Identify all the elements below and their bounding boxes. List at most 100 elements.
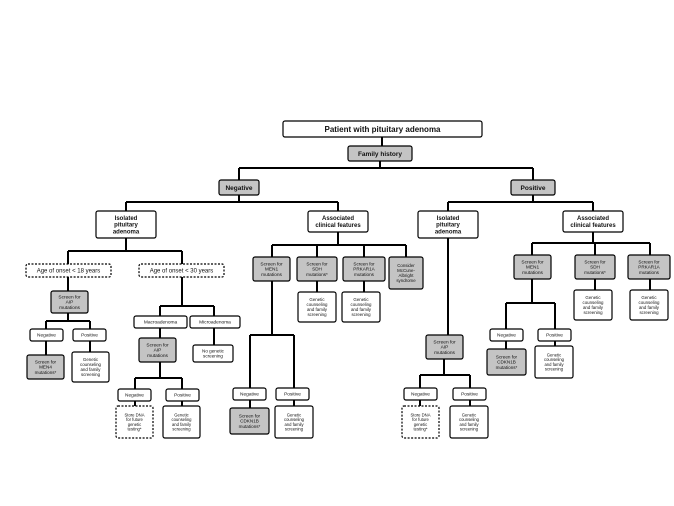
node-label-line: mutations <box>434 350 455 356</box>
node-box <box>562 210 624 233</box>
node-label-line: counseling <box>284 417 305 422</box>
node-box <box>417 210 479 239</box>
node-label-line: counseling <box>351 302 373 307</box>
node-box <box>162 405 201 439</box>
node-label-line: Associated <box>322 216 354 222</box>
node-label-line: mutations <box>261 272 282 278</box>
node-label-line: Negative <box>411 392 430 398</box>
node-label-line: No genetic <box>202 349 225 354</box>
node-label-line: Patient with pituitary adenoma <box>324 125 441 134</box>
node-label-line: Screen for <box>638 259 660 264</box>
node-box <box>486 348 527 376</box>
node-label-line: Genetic <box>641 295 657 300</box>
node-box <box>513 254 552 280</box>
node-label-line: Family history <box>358 151 402 158</box>
node-label-line: counseling <box>544 357 565 362</box>
node-box <box>282 120 483 138</box>
node-label-line: Consider <box>397 263 415 268</box>
node-label: Family history <box>358 151 402 158</box>
node-label-line: syndrome <box>396 278 416 283</box>
node-label-line: Positive <box>174 393 191 399</box>
node-box <box>117 388 152 402</box>
node-label-line: Genetic <box>585 295 601 300</box>
node-label-line: mutations* <box>496 365 518 370</box>
node-label-line: AIP <box>154 348 162 354</box>
node-label-line: Negative <box>125 393 144 399</box>
node-box <box>72 328 107 342</box>
node-label-line: Positive <box>461 392 478 398</box>
node-label-line: Genetic <box>83 357 99 362</box>
node-label-line: adenoma <box>113 229 140 235</box>
node-label-line: for future <box>126 417 143 422</box>
node-label-line: Associated <box>577 216 609 222</box>
node-label-line: Positive <box>521 185 546 192</box>
node-box <box>274 405 314 439</box>
node-box <box>629 289 669 321</box>
node-box <box>296 256 338 282</box>
node-label-line: SDH <box>590 265 600 270</box>
node-label: Positive <box>284 392 301 398</box>
node-label: Negative <box>411 392 430 398</box>
node-label-line: Genetic <box>309 297 325 302</box>
node-label-line: Genetic <box>353 297 369 302</box>
node-box <box>425 334 464 360</box>
node-box <box>138 337 177 363</box>
node-label-line: screening <box>583 310 603 315</box>
node-label: Patient with pituitary adenoma <box>324 125 441 134</box>
node-box <box>537 328 572 342</box>
node-label-line: Positive <box>284 392 301 398</box>
node-label-line: Positive <box>546 333 563 339</box>
node-box <box>388 256 424 290</box>
node-box <box>232 387 267 401</box>
node-label-line: Screen for <box>496 354 518 359</box>
node-pos-3: Positive <box>275 387 310 401</box>
node-box <box>510 179 556 196</box>
node-label-line: mutations* <box>239 424 261 429</box>
node-label-line: Screen for <box>146 342 169 348</box>
node-box <box>229 407 270 435</box>
node-label-line: mutations <box>59 305 80 311</box>
node-label-line: Age of onset < 18 years <box>37 269 101 275</box>
node-label-line: AIP <box>441 345 449 351</box>
node-label: Negative <box>125 393 144 399</box>
node-label: Macroadenoma <box>144 320 178 326</box>
node-label-line: Screen for <box>433 339 456 345</box>
node-label-line: and family <box>639 305 660 310</box>
node-label-line: and family <box>284 422 304 427</box>
node-label-line: clinical features <box>315 223 361 229</box>
node-negative: Negative <box>218 179 260 196</box>
node-label-line: screening <box>81 372 101 377</box>
node-label-line: screening <box>285 427 304 432</box>
node-label-line: Screen for <box>306 261 328 266</box>
node-box <box>574 254 616 280</box>
node-box <box>534 345 574 379</box>
node-label: Age of onset < 30 years <box>150 269 214 275</box>
node-label-line: CDKN1B <box>240 419 259 424</box>
node-label-line: screening <box>351 312 371 317</box>
node-pos-1: Positive <box>72 328 107 342</box>
node-label-line: and family <box>307 307 328 312</box>
node-microadenoma: Microadenoma <box>189 315 241 329</box>
node-label-line: Isolated <box>115 216 138 222</box>
